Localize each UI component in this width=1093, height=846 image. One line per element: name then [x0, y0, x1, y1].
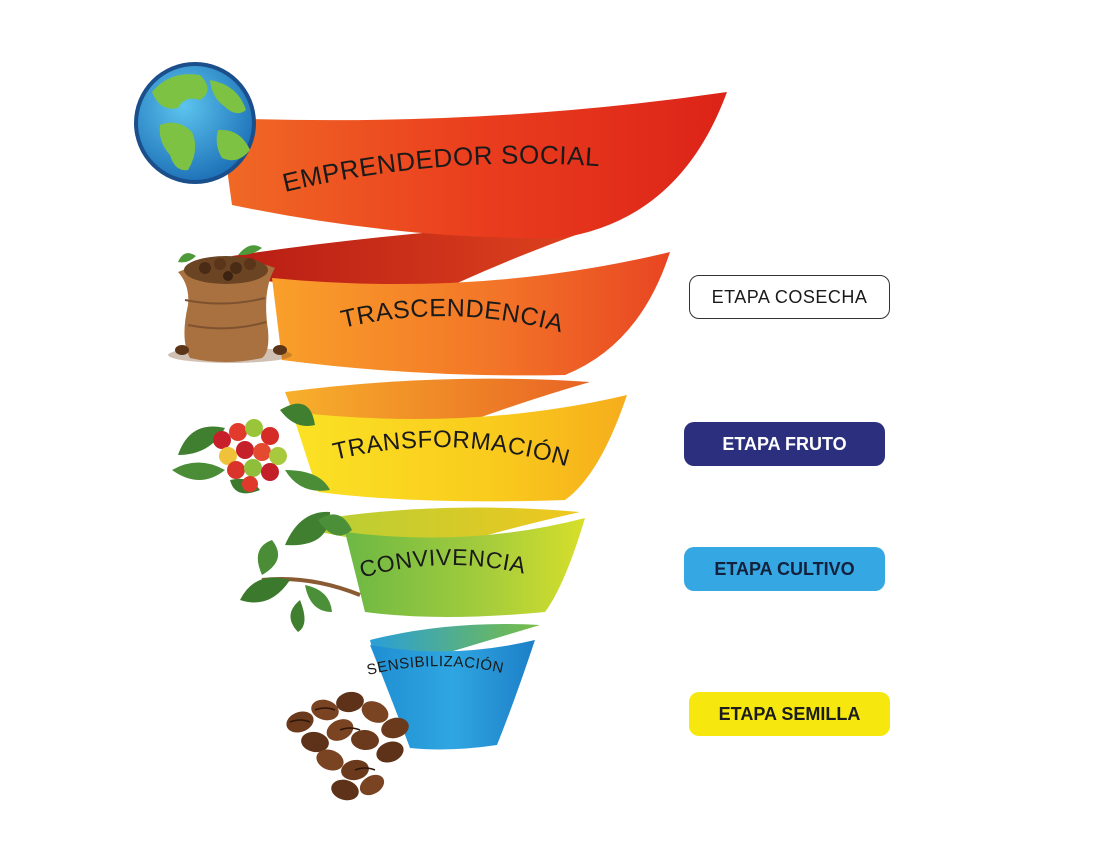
coffee-cherries-icon	[172, 403, 330, 494]
coffee-sack-icon	[168, 245, 292, 363]
globe-icon	[134, 62, 256, 184]
funnel-band-convivencia	[345, 518, 585, 617]
stage-badge-fruto: ETAPA FRUTO	[684, 422, 885, 466]
coffee-beans-icon	[286, 691, 409, 801]
coffee-branch-icon	[240, 511, 361, 632]
stage-badge-cultivo: ETAPA CULTIVO	[684, 547, 885, 591]
funnel-band-trascendencia	[272, 252, 670, 376]
funnel-band-sensibilizacion	[370, 640, 535, 750]
funnel-band-transformacion	[292, 395, 627, 502]
funnel-band-emprendedor	[220, 92, 727, 239]
stage-badge-semilla: ETAPA SEMILLA	[689, 692, 890, 736]
ribbon-back-green	[370, 624, 540, 655]
stage-badge-cosecha: ETAPA COSECHA	[689, 275, 890, 319]
